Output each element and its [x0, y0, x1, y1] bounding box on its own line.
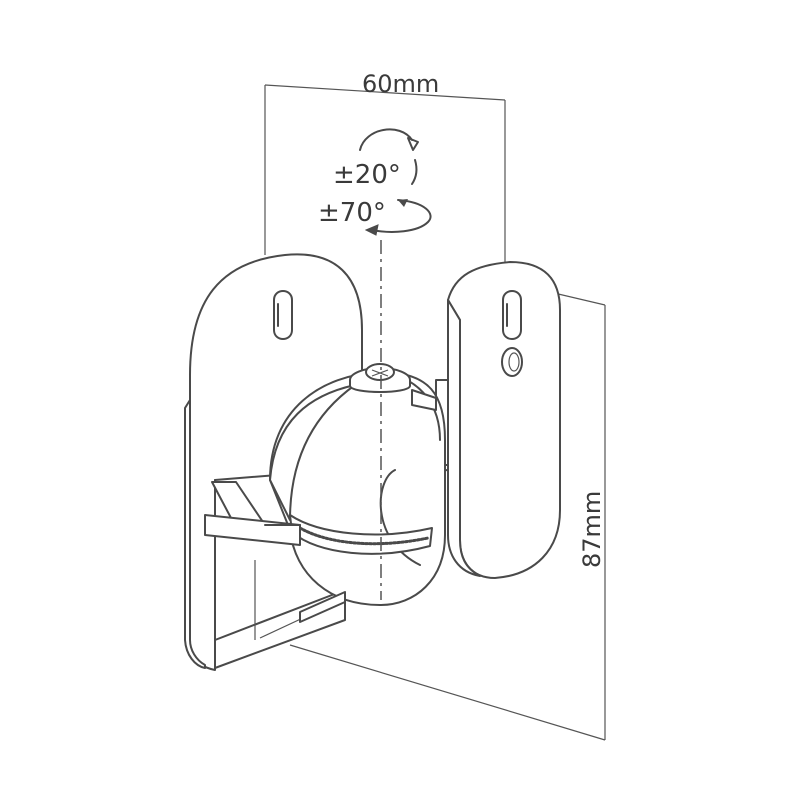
width-dimension: [264, 84, 506, 265]
plate-inner-detail: [254, 560, 346, 640]
screw-hole-icon: [501, 347, 523, 377]
swivel-arrow-icon: [364, 199, 432, 236]
height-dimension-label: 87mm: [578, 491, 606, 568]
width-dimension-label: 60mm: [362, 70, 439, 98]
tilt-arrow-icon: [359, 128, 419, 185]
swivel-angle-label: ±70°: [318, 198, 386, 228]
tilt-angle-label: ±20°: [333, 160, 401, 190]
upper-mounting-slot-left: [273, 290, 293, 340]
top-screw-icon: [349, 363, 437, 411]
upper-mounting-slot-right: [502, 290, 522, 340]
serrated-collar: [289, 514, 433, 555]
clamp-wedge: [204, 481, 301, 546]
